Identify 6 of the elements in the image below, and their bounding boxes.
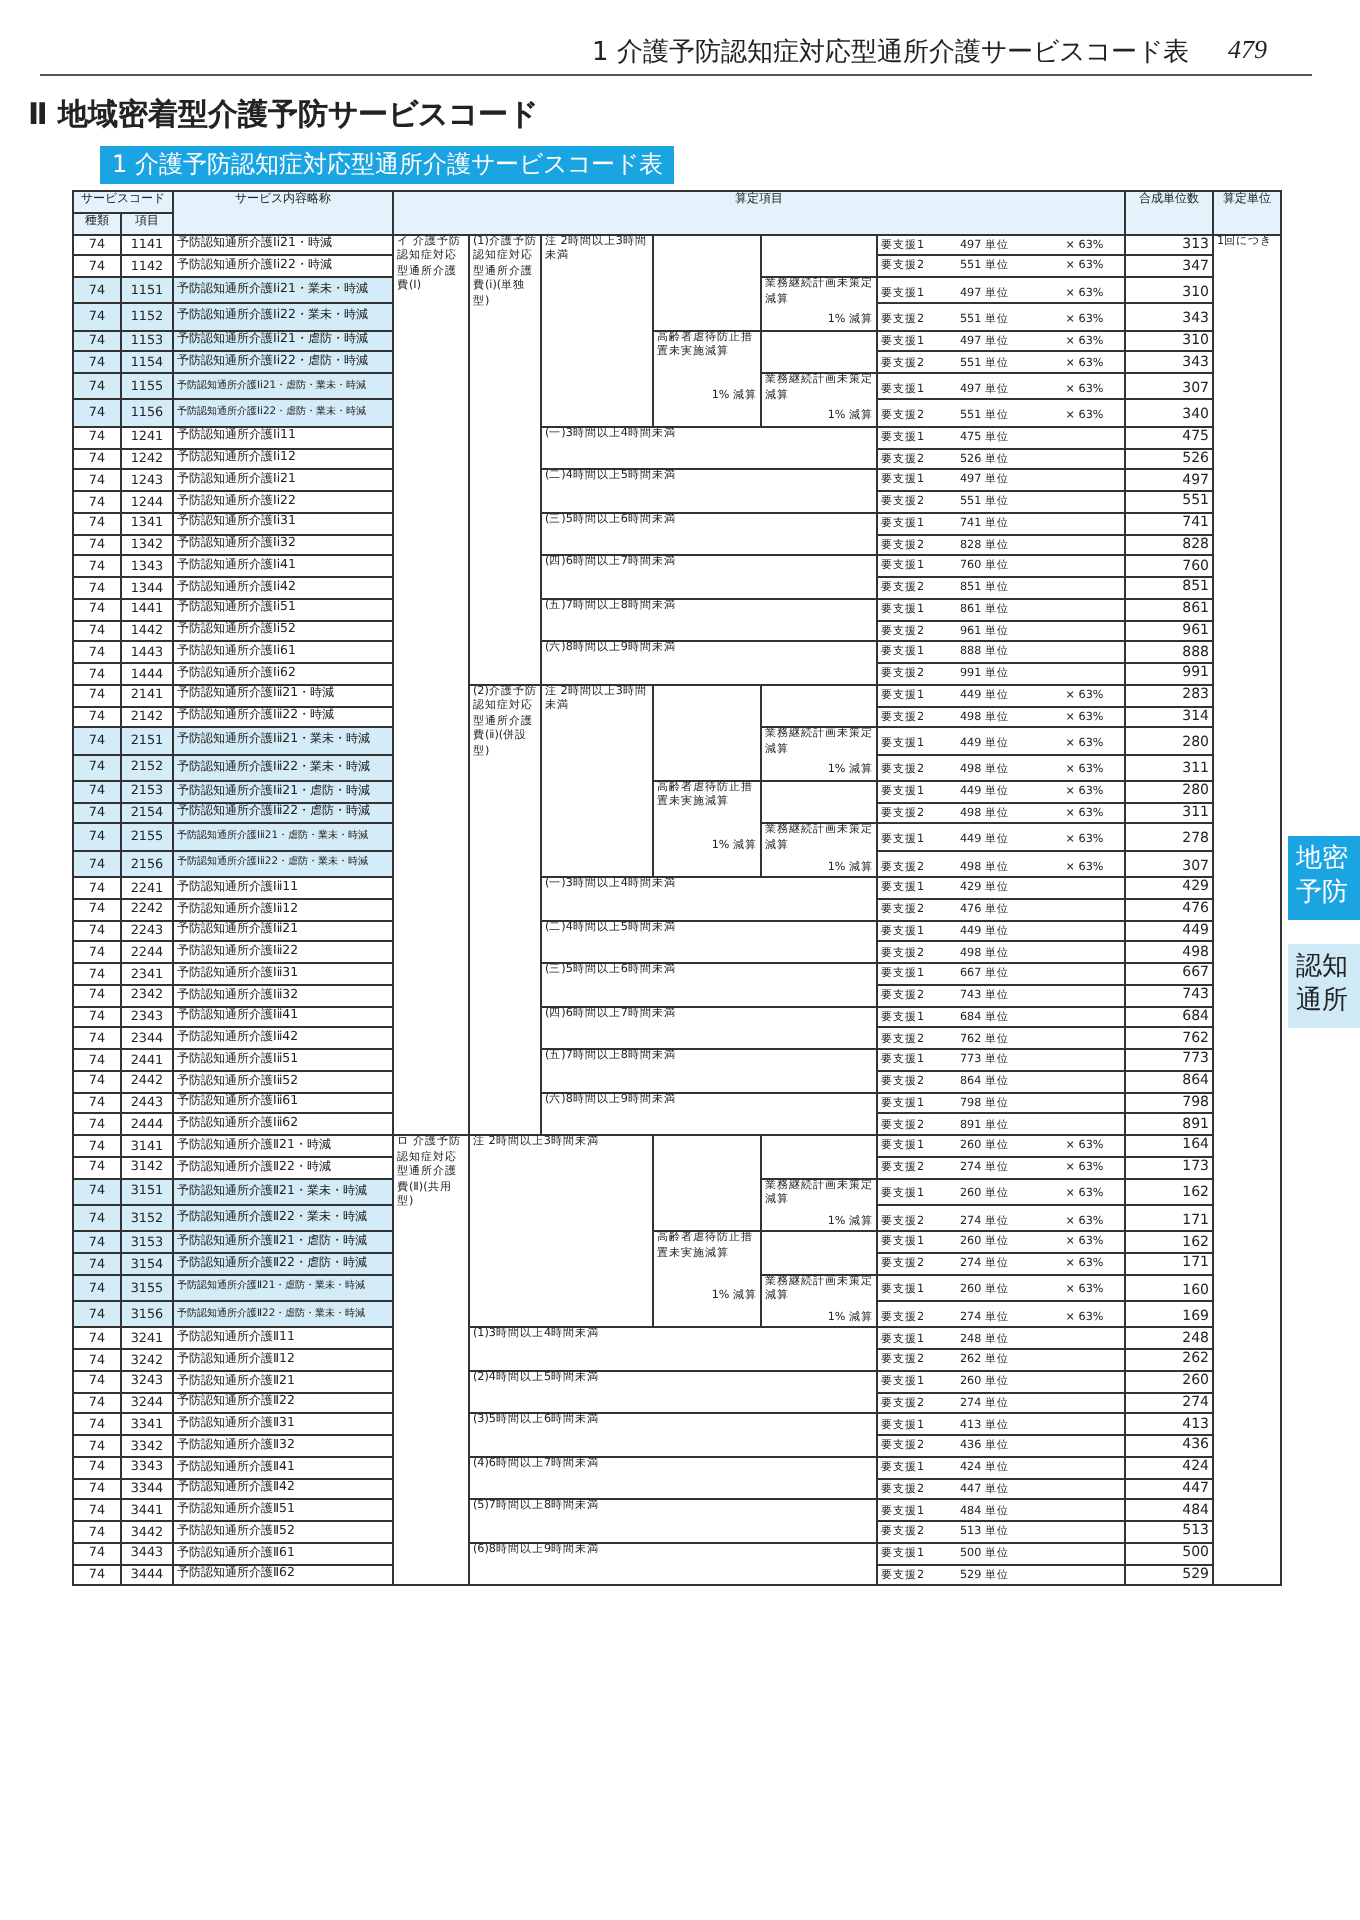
index-tab: 地密予防 xyxy=(1288,836,1360,920)
running-header: 1 介護予防認知症対応型通所介護サービスコード表 xyxy=(592,36,1189,70)
page-number: 479 xyxy=(1228,34,1267,66)
page-title: Ⅱ 地域密着型介護予防サービスコード xyxy=(28,96,539,134)
section-heading: 1 介護予防認知症対応型通所介護サービスコード表 xyxy=(100,146,675,184)
index-tab: 認知通所 xyxy=(1288,944,1360,1028)
